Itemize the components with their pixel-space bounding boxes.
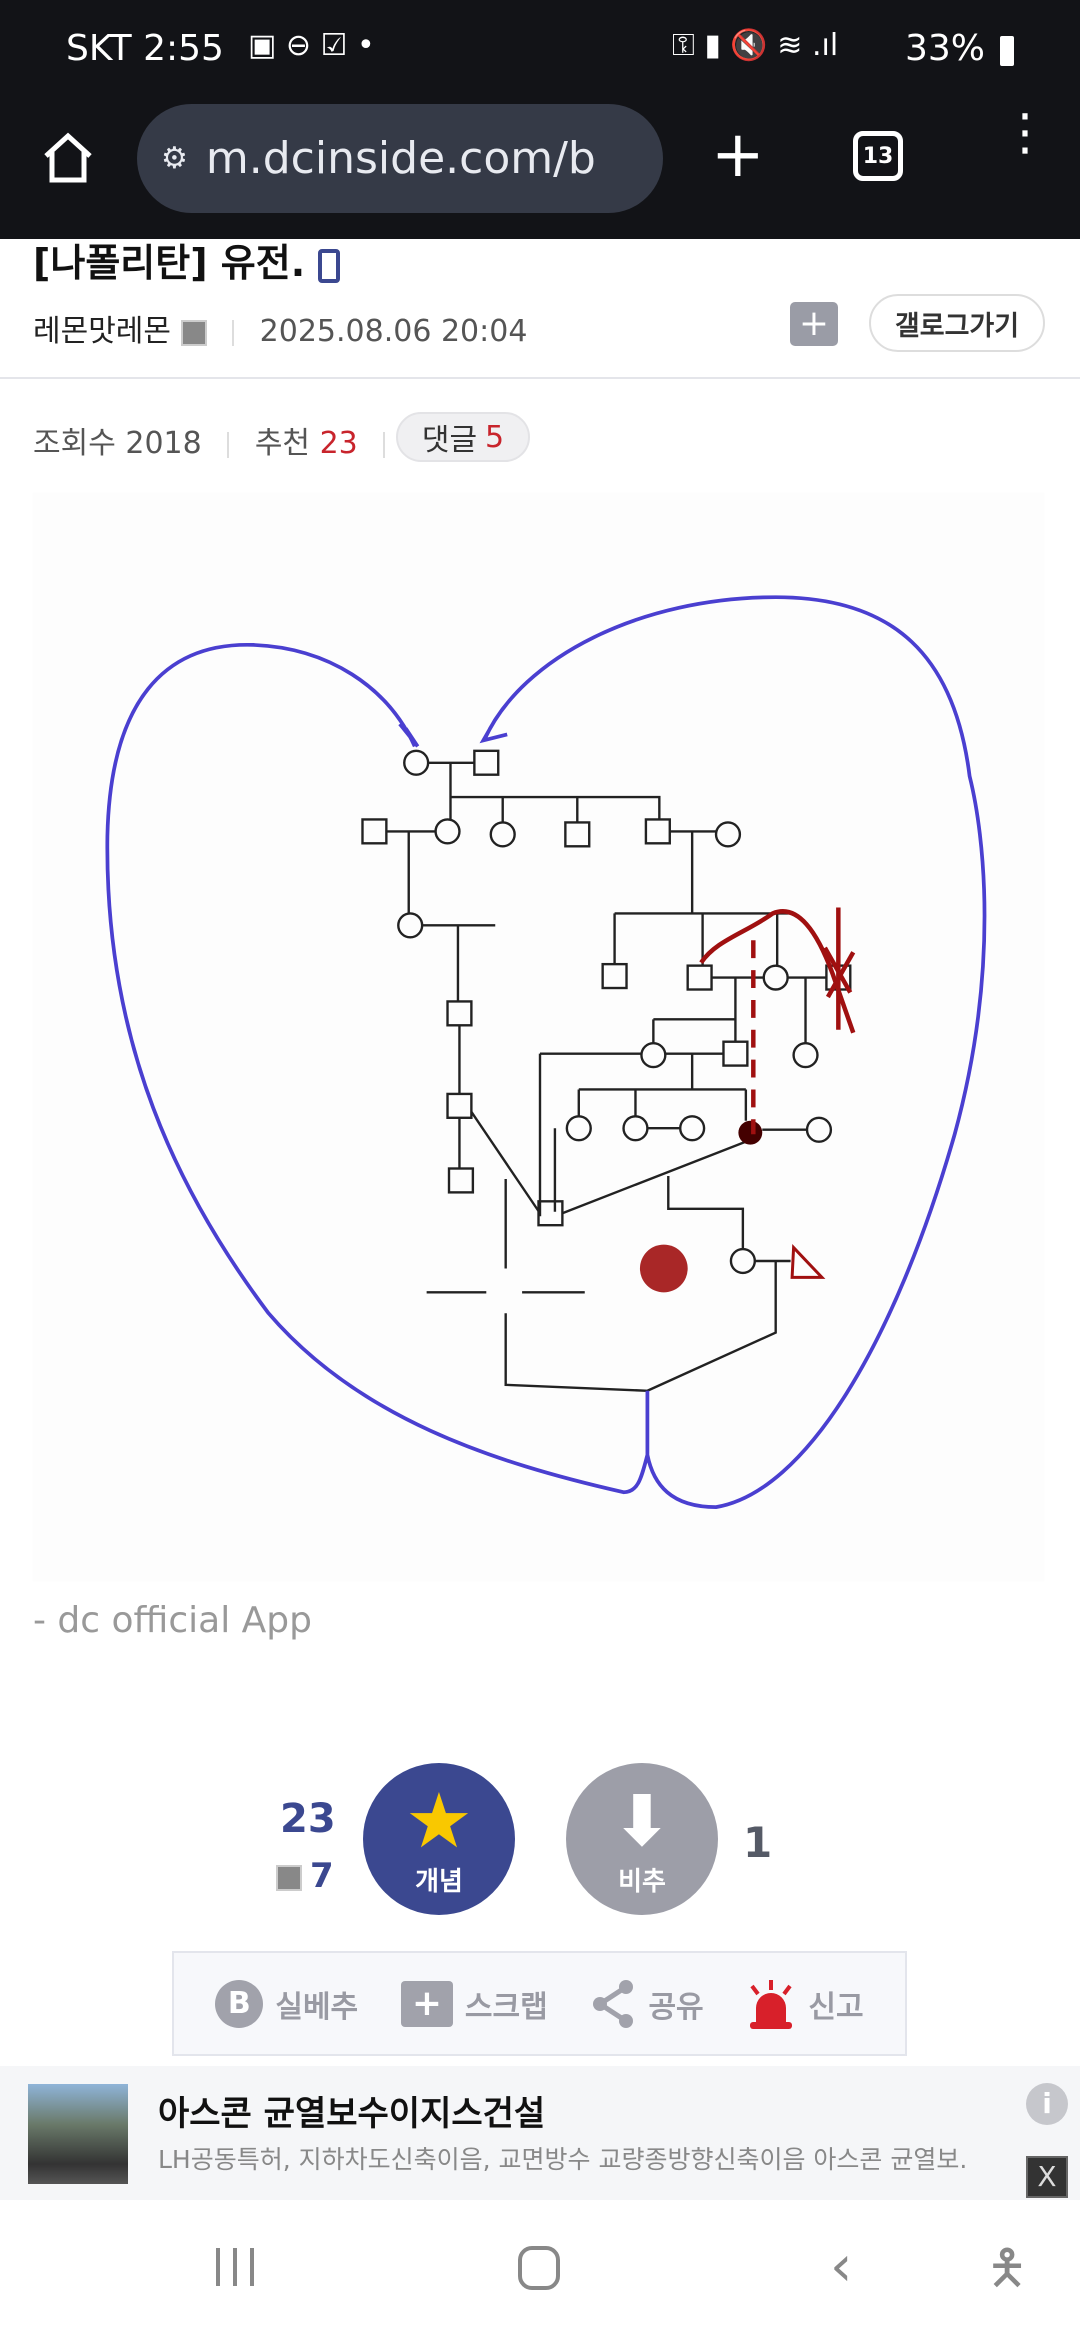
- action-label: 스크랩: [464, 1989, 548, 2025]
- mobile-icon: [318, 248, 341, 283]
- url-text: m.dcinside.com/b: [205, 133, 596, 184]
- recommend-label: 추천: [254, 426, 311, 461]
- author-name[interactable]: 레몬맛레몬: [33, 314, 171, 349]
- ad-thumbnail: [28, 2084, 128, 2184]
- share-icon: [593, 1979, 634, 2028]
- image-background: [32, 492, 1045, 1582]
- battery-level: 33%: [905, 28, 986, 69]
- add-folder-icon[interactable]: +: [790, 302, 838, 346]
- ad-description: LH공동특허, 지하차도신축이음, 교면방수 교량종방향신축이음 아스콘 균열보…: [158, 2145, 968, 2174]
- action-label: 신고: [808, 1989, 864, 2025]
- site-settings-icon[interactable]: ⚙: [161, 141, 188, 176]
- star-icon: ★: [404, 1775, 474, 1865]
- author-row: 레몬맛레몬 2025.08.06 20:04: [33, 306, 527, 350]
- ad-banner[interactable]: 아스콘 균열보수이지스건설 LH공동특허, 지하차도신축이음, 교면방수 교량종…: [0, 2066, 1080, 2200]
- system-nav-bar: ‹ 🯅: [0, 2200, 1080, 2340]
- b-circle-icon: B: [215, 1979, 264, 2028]
- post-date: 2025.08.06 20:04: [259, 314, 528, 349]
- home-button[interactable]: [518, 2246, 560, 2290]
- filled-symbol: [738, 1120, 763, 1145]
- post-title-text: [나폴리탄] 유전.: [33, 241, 306, 285]
- share-button[interactable]: 공유: [590, 1979, 704, 2029]
- status-time: SKT 2:55: [66, 28, 224, 69]
- stats-row: 조회수 2018 추천 23: [33, 418, 401, 462]
- signature: - dc official App: [33, 1600, 312, 1641]
- browser-chrome: SKT 2:55 ▣ ⊖ ☑ • ⚿ ▮ 🔇 ≋ .ıl 33% ⚙ m.dci…: [0, 0, 1080, 239]
- downvote-label: 비추: [618, 1866, 666, 1897]
- divider: [0, 377, 1080, 379]
- comments-label: 댓글: [421, 423, 478, 458]
- post-actions: B 실베추 + 스크랩 공유 신고: [172, 1951, 907, 2056]
- back-button[interactable]: ‹: [830, 2234, 853, 2299]
- views-label: 조회수: [33, 426, 116, 461]
- ad-title: 아스콘 균열보수이지스건설: [158, 2094, 546, 2134]
- home-icon[interactable]: [40, 130, 96, 186]
- upvote-label: 개념: [415, 1866, 463, 1897]
- recent-apps-button[interactable]: [216, 2248, 254, 2286]
- report-button[interactable]: 신고: [746, 1978, 864, 2030]
- upvote-button[interactable]: ★개념: [363, 1763, 515, 1915]
- divider: [227, 431, 230, 458]
- comments-count: 5: [485, 419, 505, 455]
- down-count: 1: [743, 1818, 773, 1867]
- folder-plus-icon: +: [400, 1980, 453, 2027]
- red-scribbles: [699, 907, 856, 1135]
- fixed-nick-icon: [180, 319, 207, 346]
- post-title: [나폴리탄] 유전.: [33, 232, 341, 287]
- scrap-button[interactable]: + 스크랩: [400, 1980, 548, 2027]
- divider: [383, 431, 386, 458]
- ad-close-button[interactable]: X: [1026, 2156, 1068, 2198]
- accessibility-icon[interactable]: 🯅: [986, 2240, 1029, 2296]
- blue-heart-drawing: [105, 595, 987, 1509]
- ad-info-icon[interactable]: i: [1026, 2083, 1068, 2125]
- downvote-button[interactable]: ⬇ 비추: [566, 1763, 718, 1915]
- red-triangle: [790, 1244, 826, 1279]
- fixed-nick-icon: [276, 1864, 302, 1891]
- system-icons: ⚿ ▮ 🔇 ≋ .ıl: [672, 28, 839, 63]
- siren-icon: [750, 1979, 793, 2029]
- gallog-button[interactable]: 갤로그가기: [869, 294, 1045, 352]
- best-recommend-button[interactable]: B 실베추: [215, 1979, 359, 2028]
- url-bar[interactable]: ⚙ m.dcinside.com/b: [137, 104, 663, 213]
- fixed-up-count: 7: [310, 1856, 334, 1896]
- views-count: 2018: [125, 426, 202, 461]
- down-arrow-icon: ⬇: [612, 1779, 672, 1862]
- notification-icons: ▣ ⊖ ☑ •: [248, 28, 375, 63]
- red-scribble-blob: [639, 1244, 688, 1293]
- fixed-up-row: 7: [276, 1856, 334, 1896]
- action-label: 실베추: [275, 1989, 359, 2025]
- divider: [232, 319, 235, 346]
- recommend-count: 23: [319, 426, 358, 461]
- up-count: 23: [280, 1796, 336, 1842]
- action-label: 공유: [648, 1989, 704, 2025]
- battery-icon: [1000, 36, 1014, 66]
- tab-switcher-button[interactable]: 13: [853, 131, 903, 181]
- pedigree-chart: [361, 749, 852, 1392]
- new-tab-icon[interactable]: +: [711, 118, 765, 192]
